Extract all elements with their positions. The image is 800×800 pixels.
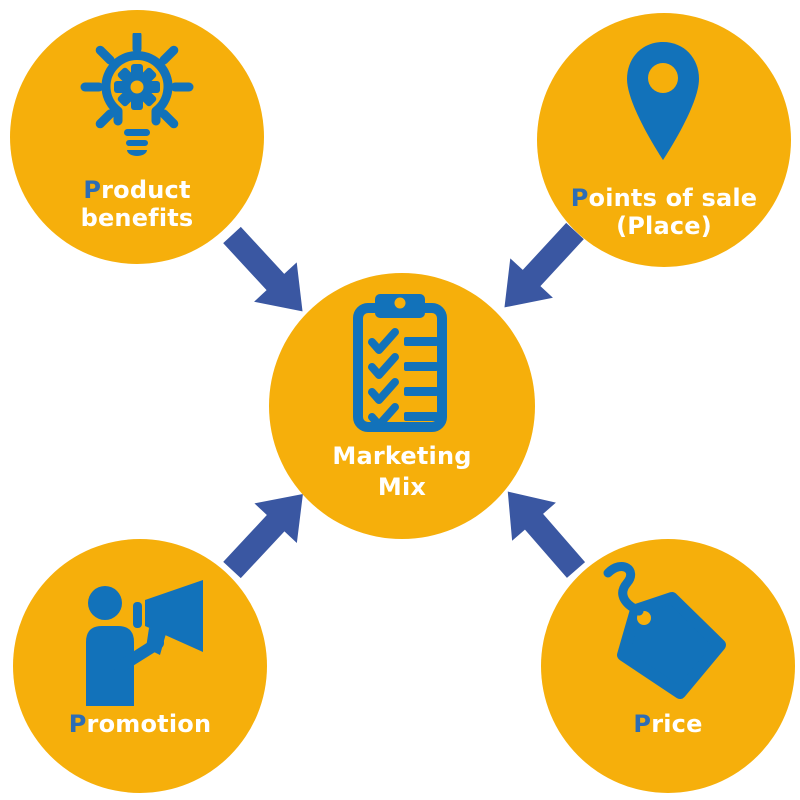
label-line: Product [83, 176, 191, 204]
price-tag-icon [603, 562, 726, 699]
arrow-price-to-center [507, 491, 586, 578]
lightbulb-gear-icon [80, 33, 194, 156]
node-product-benefits: Product benefits [10, 10, 264, 264]
label-line: Points of sale [570, 184, 758, 212]
checklist-clipboard-icon [353, 294, 447, 432]
label-line: Mix [377, 473, 427, 501]
arrow-product-to-center [223, 226, 303, 312]
megaphone-person-icon [86, 580, 203, 706]
arrow-promotion-to-center [223, 493, 303, 579]
label-line: Price [633, 710, 703, 738]
gear-icon [114, 64, 160, 110]
label-line: (Place) [616, 212, 712, 240]
node-marketing-mix: Marketing Mix [269, 273, 535, 539]
node-label-marketing-mix: Marketing Mix [269, 441, 535, 503]
node-price: Price [541, 539, 795, 793]
arrow-place-to-center [504, 222, 584, 308]
node-label-product-benefits: Product benefits [10, 176, 264, 232]
map-pin-icon [627, 42, 699, 160]
node-label-points-of-sale: Points of sale (Place) [537, 184, 791, 240]
node-promotion: Promotion [13, 539, 267, 793]
label-line: Marketing [332, 442, 472, 470]
node-points-of-sale: Points of sale (Place) [537, 13, 791, 267]
node-label-promotion: Promotion [13, 710, 267, 738]
label-line: benefits [80, 204, 194, 232]
node-label-price: Price [541, 710, 795, 738]
label-line: Promotion [68, 710, 212, 738]
